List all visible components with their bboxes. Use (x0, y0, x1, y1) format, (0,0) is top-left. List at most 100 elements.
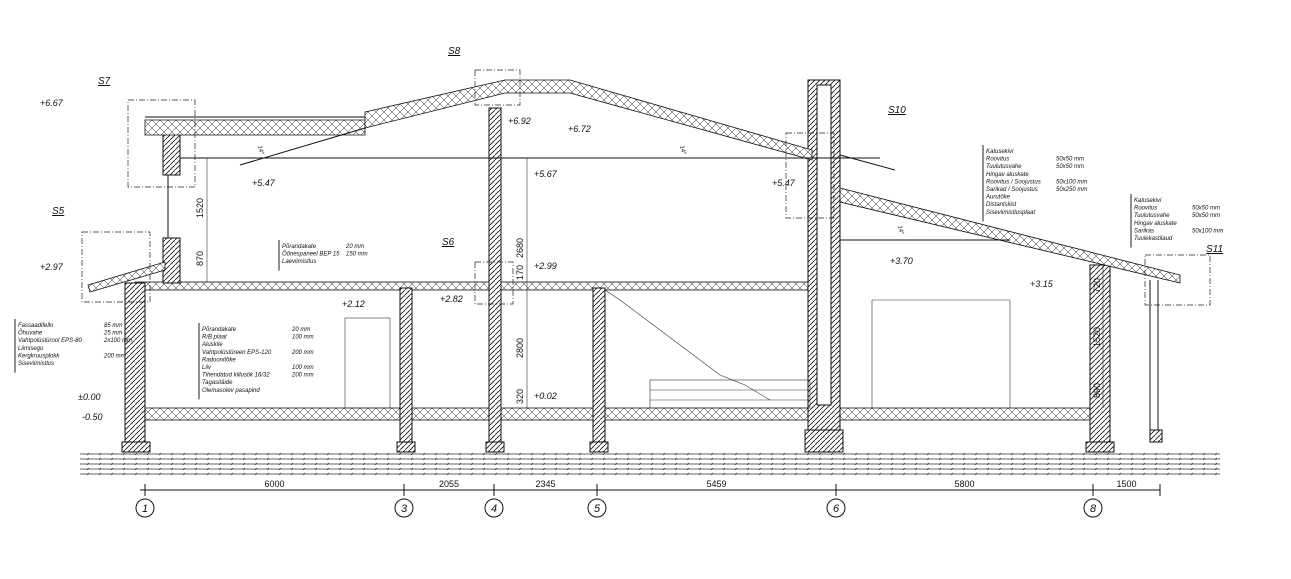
note-value: 85 mm (104, 323, 122, 329)
dim: 2680 (515, 238, 525, 258)
level: +3.70 (890, 256, 913, 266)
chimney-flue (816, 84, 832, 406)
flat-roof (144, 119, 366, 136)
level: +0.02 (534, 391, 557, 401)
span-dimension: 5800 (954, 479, 974, 489)
tag-s6[interactable]: S6 (442, 237, 455, 248)
note-label: Õõnespaneel BEP 15 (282, 251, 340, 258)
roof-angle: 14° (256, 145, 264, 156)
stair-block (649, 379, 811, 409)
note-label: Roovitus (1134, 206, 1157, 212)
span-dimension: 2345 (535, 479, 555, 489)
dim: 870 (195, 251, 205, 266)
note-label: Tihendatud killustik 16/32 (202, 373, 270, 379)
level: +6.67 (40, 98, 64, 108)
level: -0.50 (82, 412, 103, 422)
note-label: Põrandakate (202, 327, 237, 333)
note-value: 50x50 mm (1056, 164, 1084, 170)
note-label: Fassaadifello (18, 323, 54, 329)
dim: 1520 (195, 198, 205, 218)
level: +6.72 (568, 124, 591, 134)
tag-s5[interactable]: S5 (52, 206, 65, 217)
axis-bubble (1083, 498, 1103, 518)
axis-bubble (135, 498, 155, 518)
ground-hatch (80, 452, 1220, 478)
footings (121, 429, 1163, 453)
note-label: Aurutõke (985, 195, 1011, 201)
note-label: Distantsliist (986, 202, 1017, 208)
note-label: Tuulekastilaud (1134, 236, 1173, 242)
note-value: 200 mm (103, 353, 126, 359)
axis-label: 6 (833, 503, 840, 515)
axis-label: 8 (1090, 503, 1097, 515)
gutter (839, 154, 896, 171)
axis-label: 1 (142, 503, 148, 515)
note-label: Tuulutusvahe (986, 164, 1022, 170)
dim: 720 (1092, 278, 1102, 293)
note-value: 50x100 mm (1056, 179, 1087, 185)
span-dimension: 2055 (439, 479, 459, 489)
note-label: Tagasitäide (202, 380, 233, 386)
detail-frames (81, 69, 1211, 306)
door (344, 317, 391, 409)
dim: 170 (515, 265, 525, 280)
note-label: Kergkruusplokk (18, 353, 60, 359)
note-value: 50x100 mm (1192, 228, 1223, 234)
note-value: 20 mm (291, 327, 310, 333)
note-label: Sarikas (1134, 228, 1154, 234)
note-value: 50x50 mm (1192, 206, 1220, 212)
tag-s8[interactable]: S8 (448, 46, 461, 57)
note-label: Vahtpolüstürool EPS-80 (18, 338, 82, 344)
level: +2.99 (534, 261, 557, 271)
tag-s11[interactable]: S11 (1206, 244, 1223, 255)
lower-right-roof (839, 187, 1181, 284)
note-label: Katusekivi (986, 149, 1014, 155)
note-label: Hingav aluskate (1134, 221, 1177, 227)
note-label: Vahtpolüstüreen EPS-120 (202, 350, 272, 356)
dim: 2800 (515, 338, 525, 358)
level: ±0.00 (78, 392, 100, 402)
note-label: Radoonitõke (202, 357, 236, 363)
span-dimension: 6000 (264, 479, 284, 489)
axis-bubble (826, 498, 846, 518)
tag-s7[interactable]: S7 (98, 76, 111, 87)
dim: 890 (1092, 383, 1102, 398)
vertical-dims: 1520 870 2680 170 2800 320 720 1520 890 (195, 198, 1102, 404)
axis-label: 4 (491, 503, 497, 515)
stairs (604, 289, 771, 401)
note-label: Sarikad / Soojustus (986, 187, 1038, 193)
note-value: 25 mm (103, 331, 122, 337)
level: +5.47 (252, 178, 276, 188)
note-label: Hingav aluskate (986, 172, 1029, 178)
note-label: Olemasolev pasapind (202, 388, 260, 394)
note-value: 200 mm (291, 350, 314, 356)
span-dimension: 5459 (706, 479, 726, 489)
axis-label: 3 (401, 503, 408, 515)
note-label: Tuulutusvahe (1134, 213, 1170, 219)
note-label: Laeviimistlus (282, 259, 316, 265)
note-label: Siseviimistlusplaat (986, 210, 1035, 216)
main-roof (364, 79, 813, 161)
note-value: 50x50 mm (1192, 213, 1220, 219)
note-label: Liimisegu (18, 346, 44, 352)
level: +5.67 (534, 169, 558, 179)
ceiling-slope (239, 127, 366, 166)
axis-bubble (587, 498, 607, 518)
level: +2.12 (342, 299, 365, 309)
tag-s10[interactable]: S10 (888, 105, 906, 116)
left-eave (87, 261, 166, 293)
note-value: 100 mm (292, 335, 314, 341)
opening (871, 299, 1011, 408)
note-label: Aluskile (201, 342, 223, 348)
axis-label: 5 (594, 503, 601, 515)
note-label: Siseviimistlus (18, 361, 54, 367)
note-label: R/B plaat (202, 335, 227, 341)
note-label: Roovitus (986, 157, 1009, 163)
dim: 320 (515, 389, 525, 404)
axis-bubble (484, 498, 504, 518)
note-value: 150 mm (346, 252, 368, 258)
roof-angle: 14° (896, 225, 904, 236)
